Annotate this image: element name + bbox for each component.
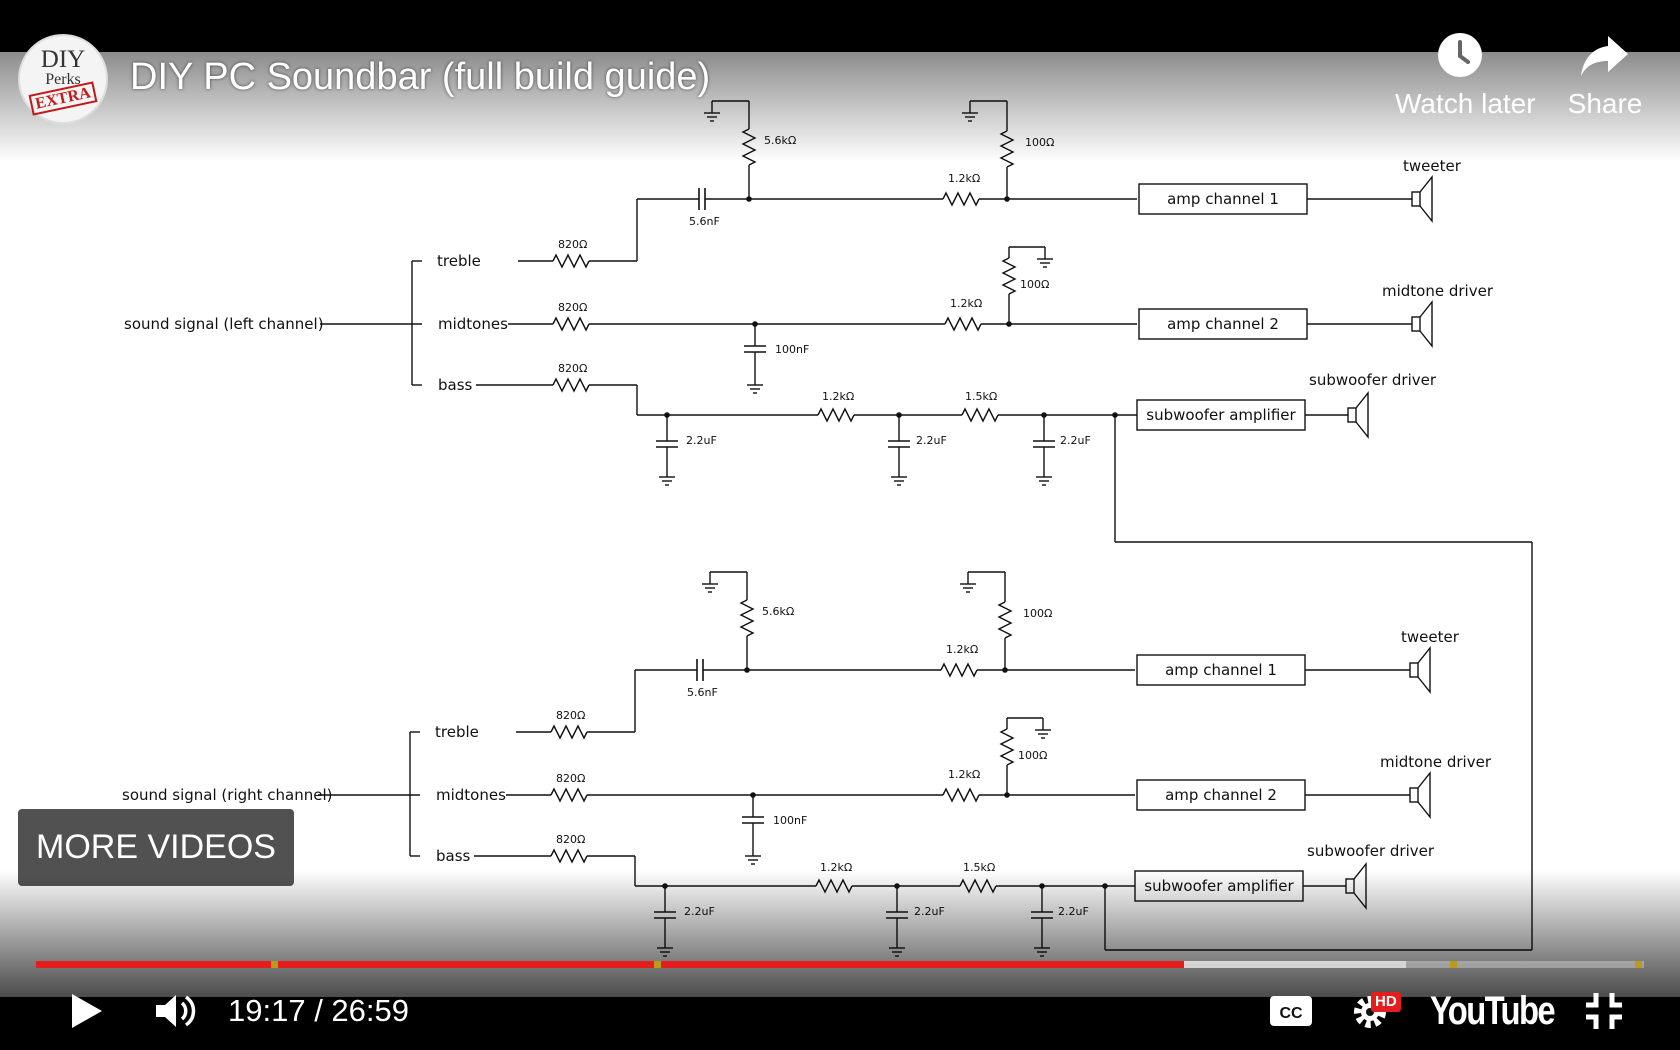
svg-text:5.6nF: 5.6nF: [687, 686, 718, 699]
progress-played: [36, 961, 1185, 968]
play-button[interactable]: [64, 990, 108, 1032]
svg-text:2.2uF: 2.2uF: [916, 434, 947, 447]
svg-text:5.6nF: 5.6nF: [689, 215, 720, 228]
share-button[interactable]: Share: [1540, 30, 1670, 120]
svg-text:820Ω: 820Ω: [558, 301, 587, 314]
chapter-marker: [653, 961, 661, 968]
svg-text:2.2uF: 2.2uF: [684, 905, 715, 918]
right-channel-schematic: sound signal (right channel) treble midt…: [122, 571, 1532, 957]
svg-text:midtones: midtones: [438, 315, 508, 333]
chapter-marker: [1449, 961, 1457, 968]
svg-text:820Ω: 820Ω: [558, 238, 587, 251]
chapter-marker: [1634, 961, 1642, 968]
svg-text:820Ω: 820Ω: [556, 709, 585, 722]
svg-text:820Ω: 820Ω: [556, 833, 585, 846]
watch-later-label: Watch later: [1395, 88, 1536, 119]
hd-badge: HD: [1371, 992, 1401, 1012]
svg-text:sound signal (left channel): sound signal (left channel): [124, 315, 324, 333]
svg-text:100nF: 100nF: [775, 343, 809, 356]
progress-bar[interactable]: [36, 961, 1644, 968]
svg-text:tweeter: tweeter: [1401, 628, 1460, 646]
svg-text:5.6kΩ: 5.6kΩ: [762, 605, 794, 618]
svg-text:bass: bass: [438, 376, 473, 394]
svg-text:midtone driver: midtone driver: [1382, 282, 1494, 300]
watch-later-button[interactable]: Watch later: [1395, 30, 1536, 120]
svg-text:midtones: midtones: [436, 786, 506, 804]
svg-text:100Ω: 100Ω: [1025, 136, 1054, 149]
svg-text:100Ω: 100Ω: [1023, 607, 1052, 620]
svg-text:1.2kΩ: 1.2kΩ: [946, 643, 978, 656]
svg-text:subwoofer amplifier: subwoofer amplifier: [1144, 877, 1294, 895]
svg-text:2.2uF: 2.2uF: [1058, 905, 1089, 918]
svg-text:midtone driver: midtone driver: [1380, 753, 1492, 771]
svg-text:CC: CC: [1279, 1005, 1303, 1022]
share-arrow-icon: [1581, 36, 1628, 76]
volume-button[interactable]: [152, 990, 202, 1032]
svg-text:1.2kΩ: 1.2kΩ: [822, 390, 854, 403]
exit-fullscreen-icon: [1586, 993, 1622, 1029]
svg-text:bass: bass: [436, 847, 471, 865]
svg-text:amp channel 2: amp channel 2: [1167, 315, 1279, 333]
closed-captions-icon: CC: [1270, 996, 1312, 1026]
svg-text:1.2kΩ: 1.2kΩ: [950, 297, 982, 310]
svg-text:1.2kΩ: 1.2kΩ: [820, 861, 852, 874]
subtitles-button[interactable]: CC: [1268, 990, 1314, 1032]
svg-text:100nF: 100nF: [773, 814, 807, 827]
svg-text:820Ω: 820Ω: [556, 772, 585, 785]
share-label: Share: [1567, 88, 1643, 119]
channel-avatar[interactable]: DIY Perks EXTRA: [18, 34, 108, 124]
svg-text:1.5kΩ: 1.5kΩ: [963, 861, 995, 874]
svg-text:2.2uF: 2.2uF: [686, 434, 717, 447]
svg-text:5.6kΩ: 5.6kΩ: [764, 134, 796, 147]
more-videos-button[interactable]: MORE VIDEOS: [18, 809, 294, 886]
left-channel-schematic: sound signal (left channel) treble midto…: [124, 100, 1533, 950]
svg-text:820Ω: 820Ω: [558, 362, 587, 375]
svg-text:amp channel 1: amp channel 1: [1167, 190, 1279, 208]
svg-text:1.2kΩ: 1.2kΩ: [948, 172, 980, 185]
svg-text:amp channel 2: amp channel 2: [1165, 786, 1277, 804]
svg-text:treble: treble: [437, 252, 481, 270]
video-title[interactable]: DIY PC Soundbar (full build guide): [130, 56, 711, 98]
svg-text:1.2kΩ: 1.2kΩ: [948, 768, 980, 781]
volume-icon: [156, 995, 196, 1027]
svg-text:tweeter: tweeter: [1403, 157, 1462, 175]
avatar-text-line2: Perks: [45, 71, 81, 88]
svg-text:100Ω: 100Ω: [1020, 278, 1049, 291]
youtube-logo[interactable]: YouTube: [1430, 989, 1556, 1033]
time-display: 19:17 / 26:59: [228, 993, 409, 1028]
play-icon: [72, 994, 102, 1028]
chapter-marker: [270, 961, 278, 968]
exit-fullscreen-button[interactable]: [1584, 990, 1624, 1032]
svg-text:1.5kΩ: 1.5kΩ: [965, 390, 997, 403]
avatar-text-line1: DIY: [40, 46, 86, 73]
svg-text:2.2uF: 2.2uF: [914, 905, 945, 918]
svg-text:amp channel 1: amp channel 1: [1165, 661, 1277, 679]
svg-text:2.2uF: 2.2uF: [1060, 434, 1091, 447]
clock-icon: [1438, 33, 1482, 77]
svg-text:sound signal (right channel): sound signal (right channel): [122, 786, 333, 804]
svg-text:subwoofer driver: subwoofer driver: [1309, 371, 1437, 389]
svg-text:treble: treble: [435, 723, 479, 741]
svg-text:subwoofer driver: subwoofer driver: [1307, 842, 1435, 860]
svg-text:100Ω: 100Ω: [1018, 749, 1047, 762]
svg-text:subwoofer amplifier: subwoofer amplifier: [1146, 406, 1296, 424]
